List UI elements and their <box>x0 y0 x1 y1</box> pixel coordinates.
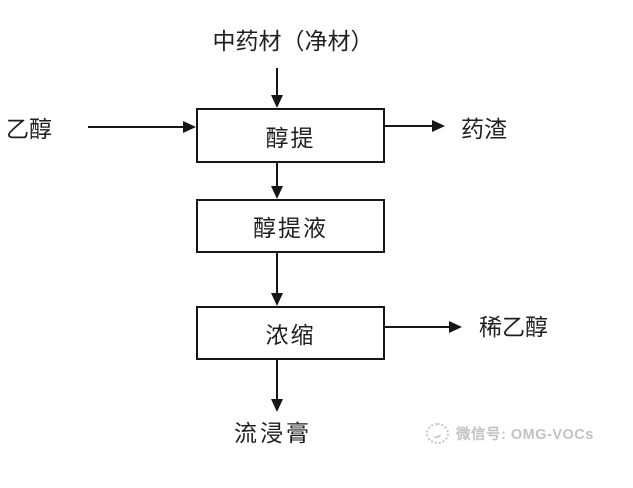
arrow-shaft <box>275 360 278 401</box>
arrow-head-down-icon <box>270 399 283 412</box>
arrow-down-concentration-to-product <box>270 360 283 412</box>
arrow-right-ethanol-to-extraction <box>88 120 196 133</box>
arrow-head-down-icon <box>270 293 283 306</box>
arrow-shaft <box>275 253 278 295</box>
label-dilute-ethanol: 稀乙醇 <box>479 315 548 340</box>
arrow-shaft <box>275 68 278 97</box>
arrow-down-extraction-to-liquid <box>270 163 283 199</box>
label-ethanol-input: 乙醇 <box>6 117 52 142</box>
arrow-head-down-icon <box>270 186 283 199</box>
arrow-head-right-icon <box>183 120 196 133</box>
arrow-down-source-to-extraction <box>270 68 283 108</box>
arrow-right-concentration-to-dilute <box>385 320 462 333</box>
label-residue: 药渣 <box>461 117 507 142</box>
arrow-shaft <box>385 325 451 328</box>
arrow-shaft <box>275 163 278 188</box>
box-concentration: 浓缩 <box>196 306 385 360</box>
omg-vocs-logo-icon <box>426 423 449 444</box>
label-fluid-extract: 流浸膏 <box>234 421 312 446</box>
arrow-head-right-icon <box>432 119 445 132</box>
watermark-label: 微信号: OMG-VOCs <box>456 427 594 443</box>
label-raw-material: 中药材（净材） <box>212 29 374 54</box>
arrow-down-liquid-to-concentration <box>270 253 283 306</box>
box-extract-liquid: 醇提液 <box>196 199 385 253</box>
arrow-head-right-icon <box>449 320 462 333</box>
box-alcohol-extraction: 醇提 <box>196 108 385 163</box>
arrow-shaft <box>88 125 185 128</box>
arrow-shaft <box>385 124 434 127</box>
arrow-right-extraction-to-residue <box>385 119 445 132</box>
watermark: 微信号: OMG-VOCs <box>426 423 594 444</box>
arrow-head-down-icon <box>270 95 283 108</box>
